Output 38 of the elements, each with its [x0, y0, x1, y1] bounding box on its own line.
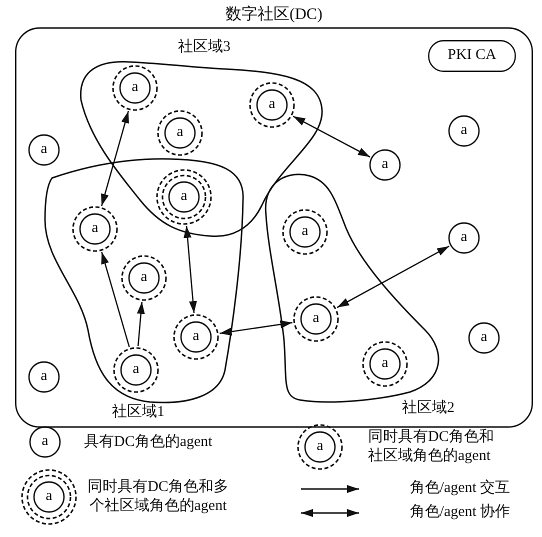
- double-arrow: [184, 226, 197, 314]
- agent-circle: a: [281, 208, 329, 256]
- agent-circle: a: [292, 295, 340, 343]
- authority-pill: PKI CA: [428, 40, 516, 72]
- agent-circle: a: [156, 109, 204, 157]
- legend-text: 同时具有DC角色和社区域角色的agent: [368, 428, 495, 466]
- legend-text: 角色/agent 交互: [408, 479, 512, 498]
- agent-circle: a: [155, 168, 213, 226]
- agent-circle: a: [467, 321, 501, 355]
- agent-circle: a: [27, 360, 61, 394]
- agent-circle: a: [27, 133, 61, 167]
- agent-circle: a: [248, 81, 296, 129]
- agent-circle: a: [120, 254, 168, 302]
- region-label: 社区域1: [112, 403, 164, 421]
- agent-circle: a: [71, 205, 119, 253]
- arrow: [136, 302, 145, 346]
- legend-text: 具有DC角色的agent: [84, 433, 214, 452]
- agent-circle: a: [361, 340, 409, 388]
- double-arrow: [100, 110, 130, 206]
- community-frame: [15, 4, 533, 428]
- double-arrow: [336, 246, 450, 308]
- agent-symbol: a: [28, 425, 62, 459]
- double-arrow: [292, 116, 370, 158]
- region-label: 社区域3: [178, 38, 230, 56]
- legend-text: 同时具有DC角色和多个社区域角色的agent: [86, 478, 230, 516]
- region-label: 社区域2: [402, 399, 454, 417]
- agent-circle: a: [111, 64, 159, 112]
- agent-circle: a: [172, 313, 220, 361]
- double-arrow: [220, 320, 292, 336]
- arrow: [101, 252, 130, 348]
- agent-circle: a: [368, 148, 402, 182]
- agent-circle: a: [447, 114, 481, 148]
- agent-symbol: a: [20, 468, 78, 526]
- agent-circle: a: [447, 221, 481, 255]
- frame-title: 数字社区(DC): [224, 6, 324, 24]
- agent-symbol: a: [296, 423, 344, 471]
- agent-circle: a: [112, 346, 160, 394]
- legend-text: 角色/agent 协作: [408, 503, 512, 522]
